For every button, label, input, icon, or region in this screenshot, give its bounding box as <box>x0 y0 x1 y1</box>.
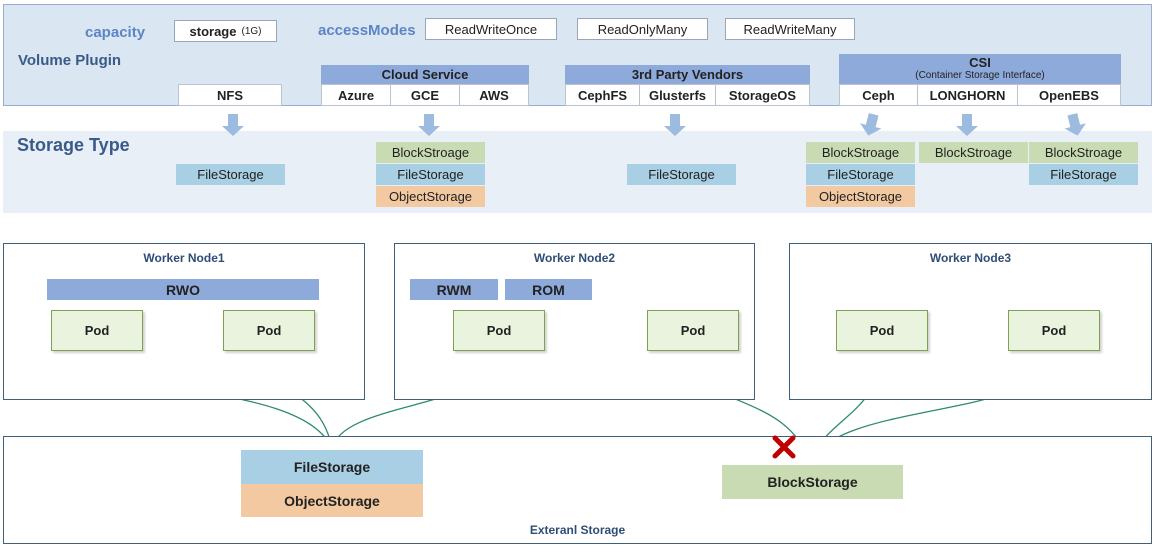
external-filestorage: FileStorage <box>241 450 423 484</box>
vendor-filestorage: FileStorage <box>627 164 736 185</box>
external-blockstorage: BlockStorage <box>722 465 903 499</box>
nfs-filestorage: FileStorage <box>176 164 285 185</box>
ceph-objectstorage: ObjectStorage <box>806 186 915 207</box>
access-modes-label: accessModes <box>318 22 416 39</box>
plugin-ceph: Ceph <box>839 84 918 106</box>
plugin-aws: AWS <box>459 84 529 106</box>
down-arrow-icon <box>222 114 244 136</box>
plugin-azure: Azure <box>321 84 391 106</box>
capacity-label: capacity <box>85 24 146 41</box>
cross-icon <box>772 435 796 459</box>
csi-header: CSI (Container Storage Interface) <box>839 54 1121 84</box>
mode-rwm: RWM <box>410 279 498 300</box>
capacity-box: storage (1G) <box>174 20 277 42</box>
worker-node-3-title: Worker Node3 <box>929 251 1012 265</box>
down-arrow-icon <box>860 113 882 136</box>
worker-node-2-title: Worker Node2 <box>533 251 616 265</box>
external-objectstorage: ObjectStorage <box>241 484 423 517</box>
plugin-glusterfs: Glusterfs <box>639 84 716 106</box>
plugin-gce: GCE <box>390 84 460 106</box>
external-storage-title: Exteranl Storage <box>529 523 626 537</box>
plugin-cephfs: CephFS <box>565 84 640 106</box>
capacity-value: storage <box>189 23 237 39</box>
ceph-blockstorage: BlockStroage <box>806 142 915 163</box>
plugin-storageos: StorageOS <box>715 84 810 106</box>
storage-type-label: Storage Type <box>17 135 130 155</box>
down-arrows <box>222 113 1086 136</box>
mode-rwo: RWO <box>47 279 319 300</box>
cloud-blockstorage: BlockStroage <box>376 142 485 163</box>
csi-title: CSI <box>969 55 991 70</box>
down-arrow-icon <box>664 114 686 136</box>
down-arrow-icon <box>956 114 978 136</box>
pod-node1-b: Pod <box>223 310 315 351</box>
down-arrow-icon <box>1064 113 1086 136</box>
longhorn-blockstorage: BlockStroage <box>919 142 1028 163</box>
access-mode-rwm: ReadWriteMany <box>725 18 855 40</box>
volume-plugin-label: Volume Plugin <box>18 52 122 69</box>
capacity-unit: (1G) <box>241 25 262 37</box>
cloud-filestorage: FileStorage <box>376 164 485 185</box>
worker-node-1-title: Worker Node1 <box>143 251 225 265</box>
access-mode-rom: ReadOnlyMany <box>577 18 708 40</box>
pod-node2-a: Pod <box>453 310 545 351</box>
pod-node3-a: Pod <box>836 310 928 351</box>
pod-node1-a: Pod <box>51 310 143 351</box>
access-mode-rwo: ReadWriteOnce <box>425 18 557 40</box>
csi-subtitle: (Container Storage Interface) <box>915 70 1045 81</box>
cloud-objectstorage: ObjectStorage <box>376 186 485 207</box>
cloud-service-header: Cloud Service <box>321 65 529 84</box>
openebs-filestorage: FileStorage <box>1029 164 1138 185</box>
down-arrow-icon <box>418 114 440 136</box>
pod-node3-b: Pod <box>1008 310 1100 351</box>
openebs-blockstorage: BlockStroage <box>1029 142 1138 163</box>
mode-rom: ROM <box>505 279 592 300</box>
plugin-longhorn: LONGHORN <box>917 84 1018 106</box>
ceph-filestorage: FileStorage <box>806 164 915 185</box>
external-storage-panel <box>3 436 1152 544</box>
pod-node2-b: Pod <box>647 310 739 351</box>
plugin-nfs: NFS <box>178 84 282 106</box>
third-party-header: 3rd Party Vendors <box>565 65 810 84</box>
plugin-openebs: OpenEBS <box>1017 84 1121 106</box>
